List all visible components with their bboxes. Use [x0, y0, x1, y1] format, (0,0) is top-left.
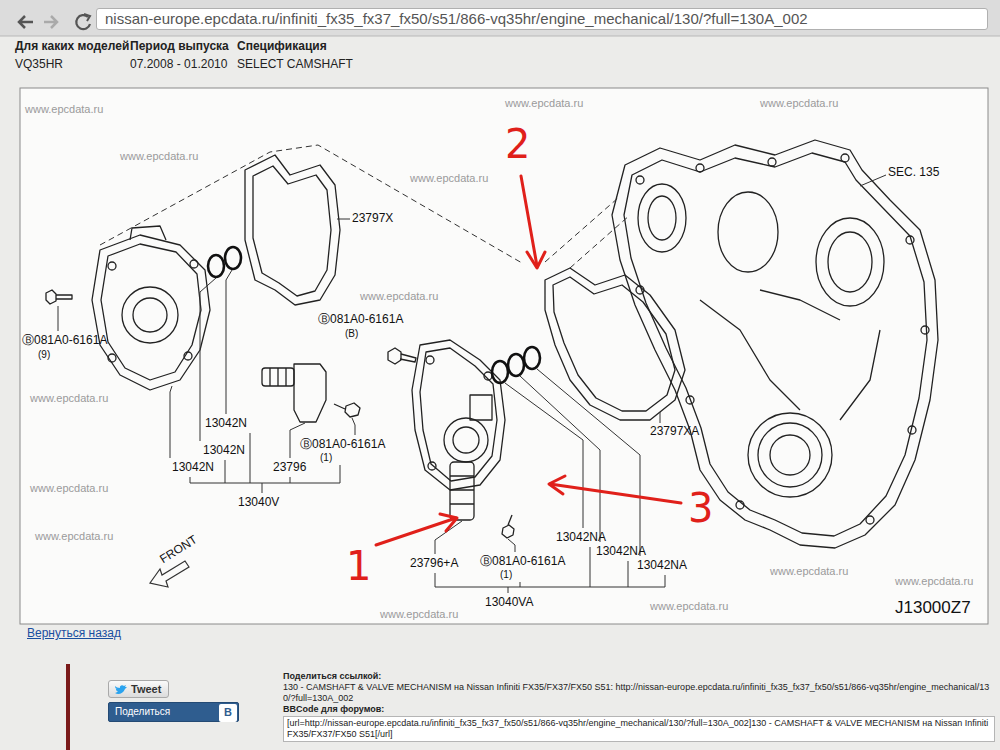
- share-heading: BBCode для форумов:: [283, 704, 995, 715]
- b-icon: B: [219, 704, 237, 722]
- watermark: www.epcdata.ru: [360, 290, 438, 303]
- callout-number: 3: [688, 488, 713, 528]
- part-number: FRONT: [158, 533, 200, 567]
- bird-icon: [114, 684, 128, 696]
- node-text: Tweet: [131, 681, 161, 697]
- column-header: Спецификация: [237, 40, 327, 54]
- part-number: 23796: [273, 461, 306, 475]
- share-button: Поделиться B: [108, 702, 239, 722]
- part-number: 13040VA: [485, 596, 534, 610]
- watermark: www.epcdata.ru: [650, 600, 728, 613]
- quantity-note: (9): [38, 349, 50, 361]
- part-number: 13042NA: [596, 545, 646, 559]
- share-panel: Поделиться ссылкой:130 - CAMSHAFT & VALV…: [283, 671, 995, 742]
- watermark: www.epcdata.ru: [35, 530, 113, 543]
- watermark: www.epcdata.ru: [380, 608, 458, 621]
- address-bar: nissan-europe.epcdata.ru/infiniti_fx35_f…: [96, 8, 988, 30]
- node-text: nissan-europe.epcdata.ru/infiniti_fx35_f…: [105, 9, 808, 29]
- tweet-button: Tweet: [108, 680, 169, 698]
- part-number: 23797X: [352, 212, 393, 226]
- watermark: www.epcdata.ru: [30, 482, 108, 495]
- quantity-note: (1): [320, 452, 332, 464]
- spec-value: VQ35HR: [15, 58, 63, 72]
- part-number: Ⓑ081A0-6161A: [480, 555, 565, 569]
- callout-number: 1: [346, 546, 371, 586]
- watermark: www.epcdata.ru: [760, 97, 838, 110]
- node-text: B: [224, 704, 232, 720]
- part-number: Ⓑ081A0-6161A: [318, 313, 403, 327]
- part-number: 13040V: [238, 496, 279, 510]
- part-number: 23797XA: [650, 425, 699, 439]
- callout-number: 2: [505, 124, 530, 164]
- part-number: 13042N: [172, 461, 214, 475]
- watermark: www.epcdata.ru: [30, 392, 108, 405]
- quantity-note: (B): [345, 328, 358, 340]
- part-number: 13042N: [205, 417, 247, 431]
- watermark: www.epcdata.ru: [505, 97, 583, 110]
- share-heading: Поделиться ссылкой:: [283, 671, 995, 682]
- watermark: www.epcdata.ru: [120, 150, 198, 163]
- column-header: Период выпуска: [130, 40, 229, 54]
- part-number: SEC. 135: [888, 166, 939, 180]
- column-header: Для каких моделей: [15, 40, 129, 54]
- watermark: www.epcdata.ru: [895, 575, 973, 588]
- watermark: www.epcdata.ru: [25, 103, 103, 116]
- part-number: 13042N: [203, 444, 245, 458]
- part-number: Ⓑ081A0-6161A: [22, 334, 107, 348]
- share-text: 130 - CAMSHAFT & VALVE MECHANISM на Niss…: [283, 682, 995, 704]
- part-number: 23796+A: [410, 557, 458, 571]
- share-text: [url=http://nissan-europe.epcdata.ru/inf…: [283, 716, 995, 742]
- node-text: Поделиться: [115, 703, 170, 721]
- watermark: www.epcdata.ru: [770, 565, 848, 578]
- back-link: Вернуться назад: [27, 627, 121, 641]
- part-number: Ⓑ081A0-6161A: [300, 438, 385, 452]
- part-number: 13042NA: [637, 559, 687, 573]
- quantity-note: (1): [500, 569, 512, 581]
- diagram-code: J13000Z7: [895, 598, 971, 618]
- spec-value: 07.2008 - 01.2010: [130, 58, 227, 72]
- watermark: www.epcdata.ru: [410, 172, 488, 185]
- part-number: 13042NA: [556, 531, 606, 545]
- spec-value: SELECT CAMSHAFT: [237, 58, 353, 72]
